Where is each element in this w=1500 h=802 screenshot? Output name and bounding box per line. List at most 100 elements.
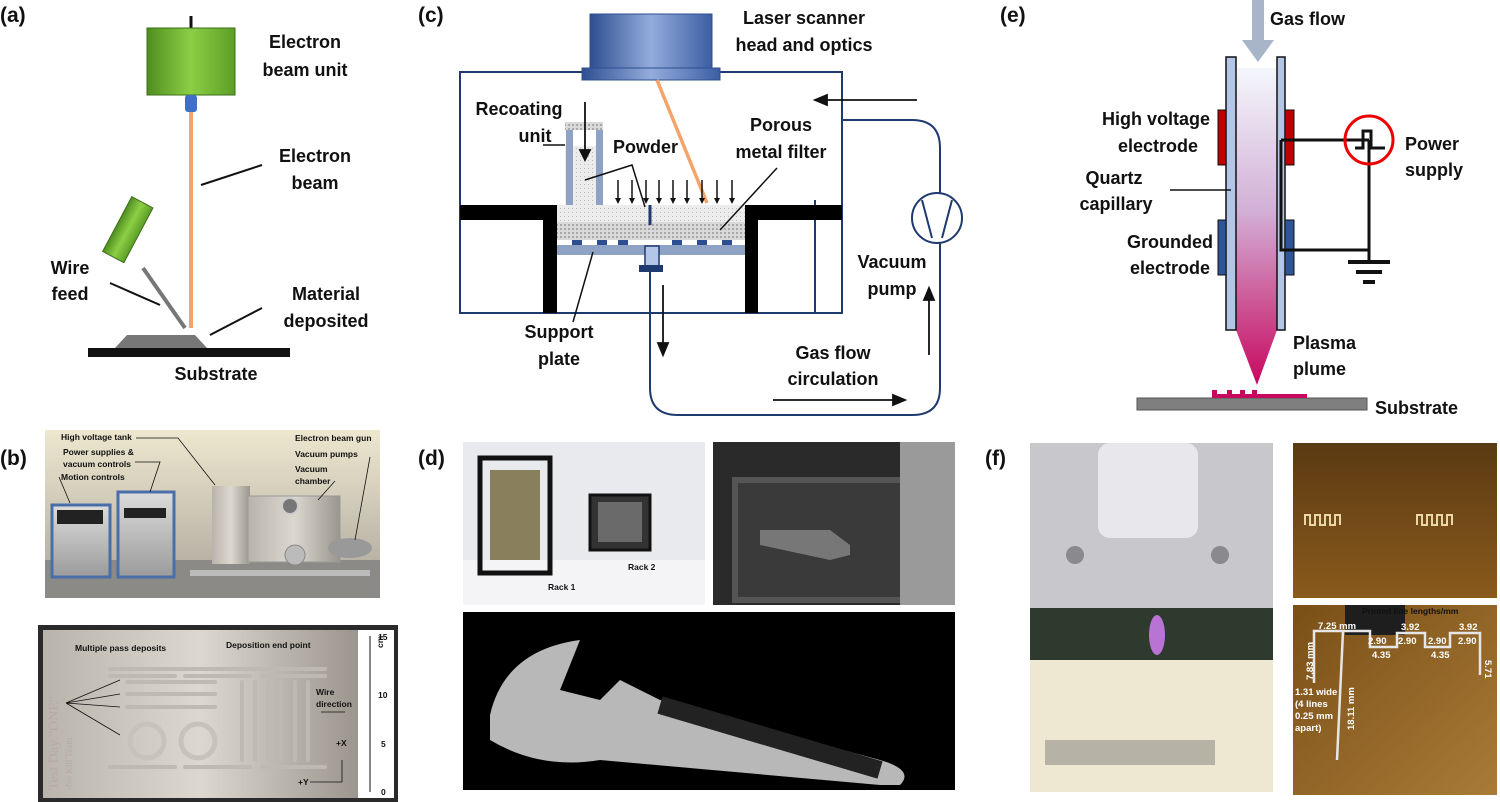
photo-build-plate <box>713 442 955 605</box>
measurement: 3.92 <box>1401 622 1420 633</box>
deposit-shape <box>115 335 207 348</box>
measurement: 7.25 mm <box>1318 621 1356 632</box>
ground-electrode-right <box>1284 219 1295 276</box>
panel-label-d: (d) <box>418 447 445 470</box>
photo-racks: Rack 1 Rack 2 <box>463 442 705 605</box>
measurement: 3.92 <box>1459 622 1478 633</box>
panel-f: (f) Printed line lengths/mm 7.25 mm 3.92… <box>985 443 1497 795</box>
panel-label-a: (a) <box>0 4 26 27</box>
photo-printed-wrench <box>463 612 955 790</box>
panel-c: (c) <box>418 4 963 416</box>
measurement: 2.90 <box>1368 636 1387 647</box>
label-vacuum-pumps: Vacuum pumps <box>295 449 358 459</box>
printed-pattern <box>1212 390 1307 398</box>
laser-beam <box>655 79 709 204</box>
label-gas-flow-e: Gas flow <box>1270 9 1346 29</box>
photo-plasma-printer <box>1030 443 1273 792</box>
photo-deposited-plate: Test Day "ONE" -No Kill Team Multiple pa… <box>38 625 398 802</box>
label-rack-1: Rack 1 <box>548 582 576 592</box>
beam-nozzle <box>185 95 197 112</box>
panel-d: (d) Rack 1 Rack 2 <box>418 442 955 790</box>
wire <box>141 266 187 330</box>
handwriting-line-2: -No Kill Team <box>64 738 74 790</box>
label-electron-beam-gun: Electron beam gun <box>295 433 372 443</box>
measurement: 4.35 <box>1431 650 1450 661</box>
porous-filter <box>557 222 745 240</box>
label-plus-y: +Y <box>298 777 309 787</box>
ruler-tick: 15 <box>378 632 388 642</box>
photo-printed-lines: Printed line lengths/mm 7.25 mm 3.92 3.9… <box>1293 605 1497 795</box>
right-platform <box>745 205 842 313</box>
electron-beam-unit-box <box>146 27 236 96</box>
hv-electrode-right <box>1284 109 1295 166</box>
laser-scanner-head <box>589 13 713 71</box>
label-substrate-a: Substrate <box>174 364 257 384</box>
gas-flow-arrows <box>578 93 936 407</box>
photo-ebf3-labels: High voltage tank Power supplies &vacuum… <box>58 432 372 541</box>
panel-b: (b) High voltage tank Power supplies &va… <box>0 430 398 802</box>
wire-feed-gun <box>101 196 154 264</box>
ruler-tick: 5 <box>381 739 386 749</box>
label-power-supplies: Power supplies &vacuum controls <box>63 447 134 469</box>
photo-printed-electrodes <box>1293 443 1497 598</box>
label-deposition-end-point: Deposition end point <box>226 640 311 650</box>
measurement: 2.90 <box>1428 636 1447 647</box>
left-platform <box>460 205 557 313</box>
label-powder: Powder <box>613 137 678 157</box>
handwriting-line-1: Test Day "ONE" <box>47 696 62 790</box>
label-multiple-pass-deposits: Multiple pass deposits <box>75 643 166 653</box>
powder-down-arrows <box>617 180 733 200</box>
ruler-tick: 0 <box>381 787 386 797</box>
quartz-capillary-left <box>1225 56 1237 331</box>
measurement: 7.83 mm <box>1305 642 1316 680</box>
circuit-wires <box>1279 138 1371 262</box>
photo-ebf3-system <box>45 430 380 598</box>
ruler-tick: 10 <box>378 690 388 700</box>
label-substrate-e: Substrate <box>1375 398 1458 418</box>
measurement: 5.71 <box>1482 660 1493 679</box>
printed-lengths-title: Printed line lengths/mm <box>1362 606 1459 616</box>
recoating-unit <box>565 122 603 130</box>
panel-label-c: (c) <box>418 4 444 27</box>
measurement: 18.11 mm <box>1346 687 1357 730</box>
label-rack-2: Rack 2 <box>628 562 656 572</box>
measurement: 4.35 <box>1372 650 1391 661</box>
panel-label-e: (e) <box>1000 4 1026 27</box>
vacuum-pump-symbol <box>911 192 963 244</box>
power-supply-icon <box>1343 114 1395 166</box>
ground-electrode-left <box>1217 219 1227 276</box>
label-motion-controls: Motion controls <box>61 472 125 482</box>
hv-electrode-left <box>1217 109 1227 166</box>
plasma-jet <box>1236 68 1277 385</box>
label-plus-x: +X <box>336 738 347 748</box>
ground-symbol-icon <box>1348 260 1390 284</box>
substrate-bar <box>88 348 290 357</box>
measurement: 2.90 <box>1458 636 1477 647</box>
ruler-unit: cm <box>375 635 385 648</box>
substrate-e <box>1136 397 1368 411</box>
measurement: 2.90 <box>1398 636 1417 647</box>
panel-label-b: (b) <box>0 447 27 470</box>
gas-flow-arrow <box>1252 0 1264 45</box>
